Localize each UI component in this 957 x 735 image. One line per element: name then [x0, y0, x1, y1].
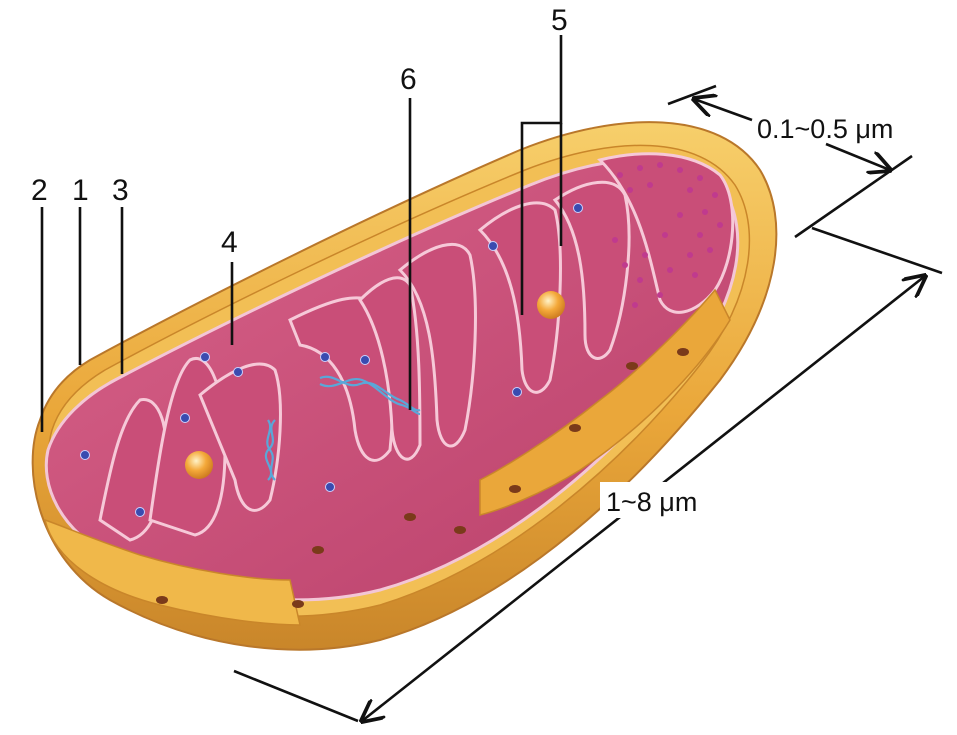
width-arrow-left — [694, 99, 753, 122]
width-dimension: 0.1~0.5 μm — [667, 84, 913, 239]
part-labels: 2 1 3 4 6 5 — [31, 4, 568, 259]
width-tick-right — [794, 154, 913, 239]
label-4: 4 — [221, 226, 238, 259]
label-5: 5 — [551, 4, 568, 37]
leader-5 — [520, 35, 563, 315]
label-1: 1 — [72, 174, 89, 207]
length-dimension-label: 1~8 μm — [606, 487, 697, 517]
width-arrow-right — [825, 142, 890, 170]
length-tick-top — [811, 226, 943, 275]
width-tick-left — [667, 84, 717, 106]
width-dimension-label: 0.1~0.5 μm — [757, 114, 893, 144]
ribosomes — [612, 162, 723, 308]
label-3: 3 — [112, 174, 129, 207]
length-dimension: 1~8 μm — [233, 226, 943, 723]
length-tick-bottom — [233, 669, 359, 723]
label-6: 6 — [400, 63, 417, 96]
crista-3 — [198, 362, 282, 512]
label-2: 2 — [31, 174, 48, 207]
